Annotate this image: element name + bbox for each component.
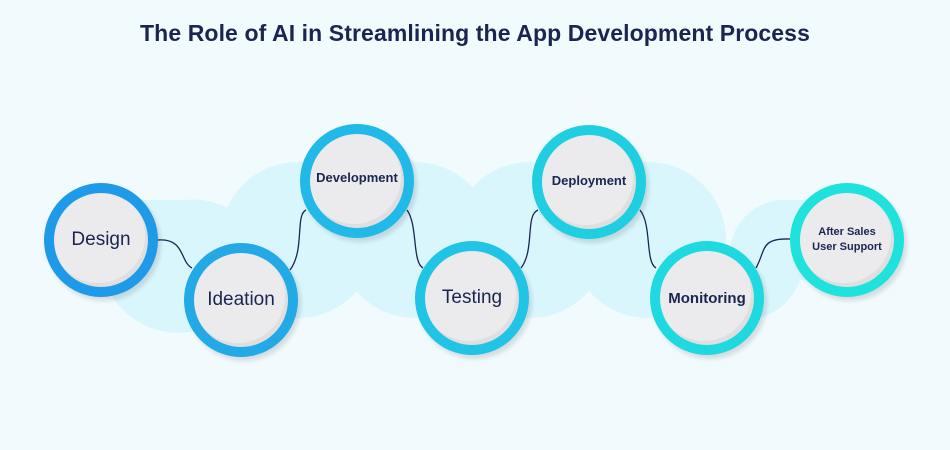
step-design: Design	[44, 183, 158, 297]
step-deployment: Deployment	[532, 125, 646, 239]
step-monitoring: Monitoring	[650, 241, 764, 355]
diagram-title: The Role of AI in Streamlining the App D…	[140, 20, 810, 46]
step-label: Deployment	[551, 173, 627, 188]
connector-testing-deployment	[520, 209, 539, 269]
step-development: Development	[300, 124, 414, 238]
step-label: Design	[71, 229, 131, 250]
connector-ideation-development	[289, 209, 307, 271]
step-label: Monitoring	[668, 289, 746, 307]
step-label: Testing	[441, 287, 503, 308]
connector-development-testing	[406, 209, 424, 269]
step-testing: Testing	[415, 241, 529, 355]
step-after-sales-user-support: After Sales User Support	[790, 183, 904, 297]
connector-deployment-monitoring	[639, 209, 657, 269]
step-label-line2: User Support	[812, 241, 882, 253]
step-label: Ideation	[207, 289, 275, 310]
connector-design-ideation	[157, 239, 193, 269]
step-label: Development	[316, 170, 398, 185]
step-label-line1: After Sales	[818, 226, 876, 238]
connector-monitoring-after-sales	[755, 238, 791, 269]
step-ideation: Ideation	[184, 243, 298, 357]
